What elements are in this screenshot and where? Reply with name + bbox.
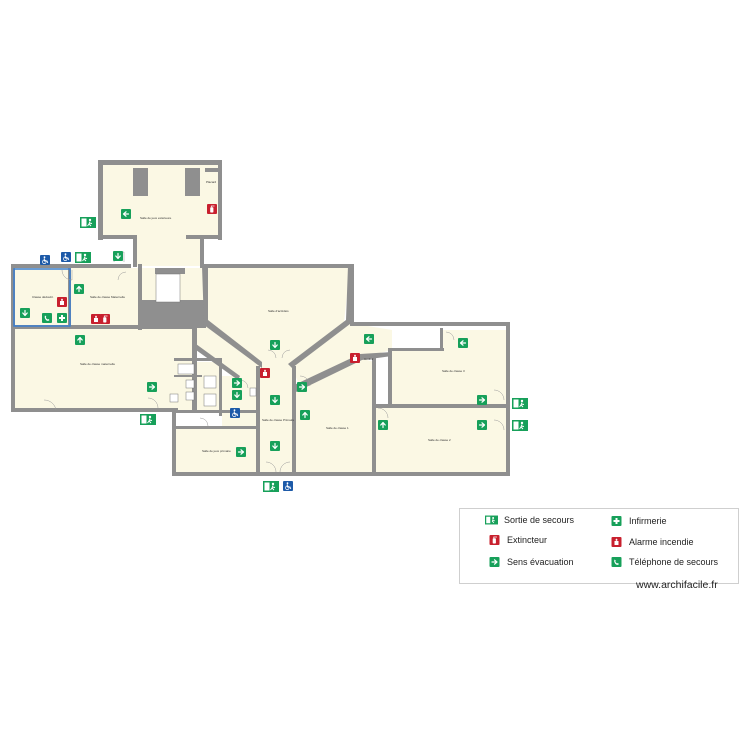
highlighted-room-border [13, 268, 71, 327]
legend-label: Sens évacuation [507, 557, 574, 567]
walls [11, 160, 510, 476]
legend-item-exit: Sortie de secours [485, 515, 574, 525]
exit-sign-icon [511, 419, 529, 432]
emergency-phone-icon [42, 313, 52, 323]
fire-alarm-icon [57, 297, 67, 307]
arrow-up-icon [73, 283, 85, 295]
label-classe-dedoublement: Classe dédoubl. [32, 295, 54, 299]
credit-watermark: www.archifacile.fr [636, 579, 718, 591]
wheelchair-icon [60, 251, 72, 263]
first-aid-cross-icon [56, 312, 68, 324]
exit-sign-icon [262, 480, 280, 493]
room-labels: Salle de jeux extérieure Placard Classe … [32, 180, 465, 453]
fire-extinguisher-icon [489, 535, 500, 545]
arrow-right-icon [489, 557, 500, 567]
fixtures [155, 273, 257, 407]
legend-label: Sortie de secours [504, 515, 575, 525]
label-salle-jeux-primaire: Salle de jeux primaire [202, 449, 231, 453]
arrow-right-icon [296, 381, 308, 393]
legend-label: Infirmerie [629, 516, 667, 526]
arrow-down-icon [269, 440, 281, 452]
label-salle-classe-maternelle-2: Salle de classe maternelle [80, 362, 115, 366]
fire-alarm-icon [260, 368, 270, 378]
legend-item-phone: Téléphone de secours [610, 557, 718, 567]
label-salle-activites: Salle d'activités [268, 309, 289, 313]
doors [43, 251, 505, 473]
fire-alarm-icon [350, 353, 360, 363]
fire-alarm-icon [611, 537, 622, 547]
arrow-left-icon [457, 337, 469, 349]
wheelchair-icon [229, 407, 241, 419]
exit-sign-icon [485, 515, 498, 525]
arrow-down-icon [112, 250, 124, 262]
label-placard: Placard [206, 180, 217, 184]
legend-label: Alarme incendie [629, 537, 694, 547]
arrow-down-icon [269, 339, 281, 351]
arrow-down-icon [19, 307, 31, 319]
arrow-up-icon [377, 419, 389, 431]
label-salle-classe-maternelle: Salle de classe Maternelle [90, 295, 125, 299]
arrow-right-icon [235, 446, 247, 458]
exit-sign-icon [79, 216, 97, 229]
arrow-up-icon [74, 334, 86, 346]
wheelchair-icon [282, 480, 294, 492]
emergency-phone-icon [611, 557, 622, 567]
fire-extinguisher-icon [206, 203, 218, 215]
arrow-right-icon [476, 419, 488, 431]
arrow-left-icon [120, 208, 132, 220]
exit-sign-icon [74, 251, 92, 264]
legend-label: Extincteur [507, 535, 548, 545]
legend-item-extinguisher: Extincteur [488, 535, 547, 545]
legend-item-direction: Sens évacuation [488, 557, 574, 567]
wheelchair-icon [39, 254, 51, 266]
arrow-down-icon [231, 389, 243, 401]
exit-sign-icon [139, 413, 157, 426]
arrow-up-icon [299, 409, 311, 421]
label-salle-jeux-exterieur: Salle de jeux extérieure [140, 216, 172, 220]
fire-alarm-icon [91, 314, 101, 324]
label-salle-classe-primaire: Salle de classe Primaire [262, 418, 295, 422]
arrow-right-icon [146, 381, 158, 393]
label-salle-classe-1: Salle de classe 1 [326, 426, 349, 430]
arrow-right-icon [476, 394, 488, 406]
arrow-right-icon [231, 377, 243, 389]
fire-extinguisher-icon [99, 313, 111, 325]
first-aid-cross-icon [611, 516, 622, 526]
label-couloir: Couloir [364, 357, 374, 361]
legend-item-infirmary: Infirmerie [610, 516, 667, 526]
legend-label: Téléphone de secours [629, 557, 719, 567]
label-salle-classe-3: Salle de classe 3 [442, 369, 465, 373]
legend-item-alarm: Alarme incendie [610, 537, 694, 547]
legend: Sortie de secours Extincteur Sens évacua… [459, 508, 739, 584]
arrow-left-icon [363, 333, 375, 345]
exit-sign-icon [511, 397, 529, 410]
label-salle-classe-2: Salle de classe 2 [428, 438, 451, 442]
arrow-down-icon [269, 394, 281, 406]
